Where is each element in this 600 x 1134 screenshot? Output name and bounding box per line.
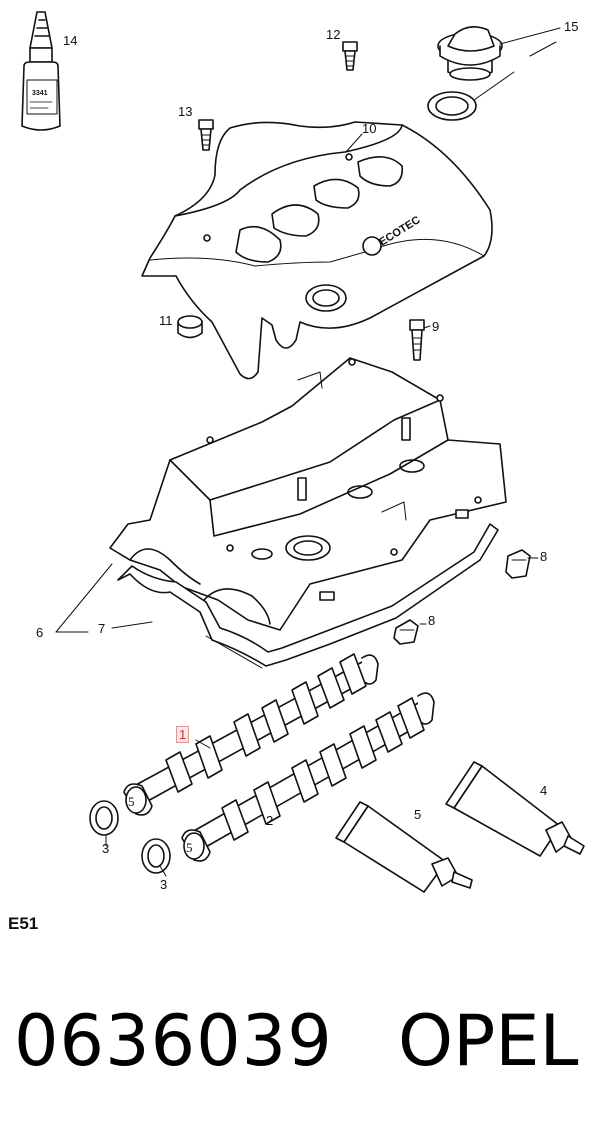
callout-3-upper: 3	[102, 841, 110, 856]
callout-14: 15	[564, 19, 579, 34]
camshaft-intake: 5	[123, 653, 379, 816]
callout-8-right: 8	[540, 549, 548, 564]
sealant-tube-5	[335, 801, 473, 893]
svg-text:5: 5	[128, 794, 135, 809]
callout-6: 6	[36, 625, 44, 640]
svg-text:5: 5	[186, 840, 193, 855]
clip-8-left	[393, 619, 419, 645]
leader-lines	[55, 27, 561, 877]
part-number: 0636039	[14, 1000, 333, 1082]
callout-13: 14	[63, 33, 78, 48]
sealant-tube-4	[445, 761, 585, 857]
camshaft-seal-upper	[89, 800, 119, 836]
callout-5: 5	[414, 807, 422, 822]
callout-8-left: 8	[428, 613, 436, 628]
sealant-bottle: 3341	[21, 11, 61, 131]
camshaft-exhaust: 5	[181, 692, 435, 862]
callout-7: 7	[98, 621, 106, 636]
callout-12-top: 12	[326, 27, 341, 42]
figure-code: E51	[8, 914, 39, 933]
bolt-12-top	[342, 41, 358, 71]
bottle-label: 3341	[32, 90, 48, 97]
bolt-9	[409, 319, 425, 361]
callout-1: 1	[176, 726, 190, 743]
bolt-12-left	[198, 119, 214, 151]
camshaft-seal-lower	[141, 838, 171, 874]
clip-8-right	[505, 549, 531, 579]
grommet	[177, 315, 203, 339]
cylinder-head-cover	[109, 357, 507, 631]
callout-4: 4	[540, 783, 548, 798]
cover-gasket	[117, 523, 499, 669]
callout-9: 9	[432, 319, 440, 334]
callout-12-left: 13	[178, 104, 193, 119]
oil-filler-cap	[437, 26, 503, 81]
cap-seal-ring	[427, 91, 477, 121]
callout-11: 11	[159, 313, 173, 328]
callout-2: 2	[266, 813, 274, 828]
engine-cover: ECOTEC	[141, 121, 493, 380]
brand-name: OPEL	[398, 1000, 579, 1082]
callout-3-lower: 3	[160, 877, 168, 892]
exploded-parts-diagram: 3341 ECOTEC	[21, 11, 585, 893]
callout-10: 10	[362, 121, 377, 136]
